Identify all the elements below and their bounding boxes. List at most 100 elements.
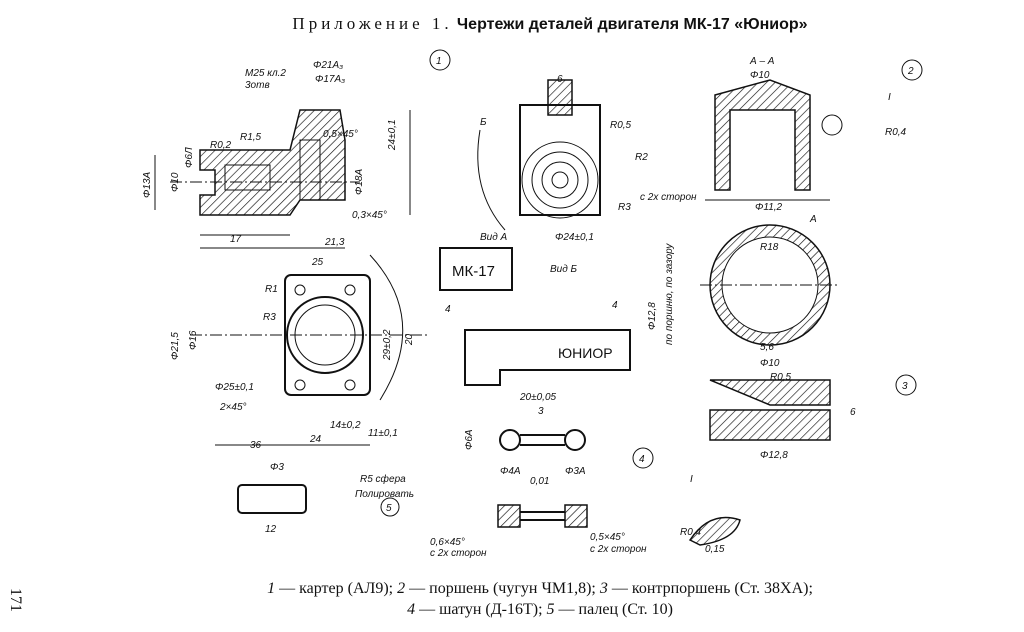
- pin-drawing: [237, 484, 307, 514]
- caption-num: 3: [599, 580, 608, 597]
- label-d13a: Φ13А: [142, 172, 153, 198]
- label: Φ12,8: [647, 302, 658, 330]
- part-number-4: 4: [639, 454, 645, 465]
- label: M25 кл.2: [245, 68, 286, 79]
- label-d16: Φ16: [188, 330, 199, 350]
- label: Φ4А: [500, 466, 521, 477]
- label: 0,3×45°: [352, 210, 387, 221]
- label: с 2х сторон: [430, 548, 487, 559]
- label: R3: [263, 312, 276, 323]
- piston-section-aa-drawing: [705, 79, 843, 201]
- label: Φ21А₃: [313, 60, 343, 71]
- label: Вид А: [480, 232, 508, 243]
- marking-junior: ЮНИОР: [558, 345, 613, 361]
- piston-round-section-drawing: [700, 224, 840, 346]
- caption-text: — контрпоршень (Ст. 38ХА);: [611, 580, 813, 597]
- label: R3: [618, 202, 631, 213]
- caption-text: — палец (Ст. 10): [558, 601, 673, 618]
- label: А – А: [749, 56, 775, 67]
- label-d6l: Φ6Л: [184, 147, 195, 168]
- label: Вид Б: [550, 264, 578, 275]
- label: 6: [557, 74, 563, 85]
- label: R1,5: [240, 132, 262, 143]
- caption-num: 2: [397, 580, 406, 597]
- label: 0,6×45°: [430, 537, 465, 548]
- figure-caption: 1 — картер (АЛ9); 2 — поршень (чугун ЧМ1…: [0, 578, 1024, 620]
- marking-mk17: МК-17: [452, 263, 495, 280]
- label: Φ3: [270, 462, 284, 473]
- label: с 2х сторон: [640, 192, 697, 203]
- label: I: [888, 92, 891, 103]
- label: R0,4: [885, 127, 907, 138]
- label: Б: [480, 117, 487, 128]
- caption-text: — поршень (чугун ЧМ1,8);: [409, 580, 596, 597]
- label: Φ6А: [464, 429, 475, 450]
- label: R2: [635, 152, 648, 163]
- connecting-rod-drawing: [497, 429, 588, 528]
- label: по поршню, по зазору: [664, 243, 675, 345]
- label: 14±0,2: [330, 420, 361, 431]
- page-title: Приложение 1. Чертежи деталей двигателя …: [0, 14, 1024, 34]
- caption-num: 5: [546, 601, 555, 618]
- crankcase-section-drawing: [154, 109, 411, 249]
- label: 0,01: [530, 476, 549, 487]
- label: R0,4: [680, 527, 702, 538]
- detail-i-drawing: [688, 516, 741, 546]
- page-number: 171: [7, 588, 24, 612]
- label: Φ12,8: [760, 450, 788, 461]
- piston-views-drawing: [477, 79, 601, 231]
- label: с 2х сторон: [590, 544, 647, 555]
- piston-side-view: [464, 329, 631, 386]
- piston-marking-view: [439, 247, 513, 291]
- title-main: Чертежи деталей двигателя МК-17 «Юниор»: [456, 16, 808, 33]
- label: Φ25±0,1: [215, 382, 254, 393]
- label: Φ11,2: [755, 202, 783, 213]
- label: 3отв: [245, 80, 270, 91]
- label: Φ10: [760, 358, 780, 369]
- caption-text: — картер (АЛ9);: [279, 580, 394, 597]
- label: 29±0,2: [382, 329, 393, 361]
- label: 20±0,05: [519, 392, 557, 403]
- title-prefix: Приложение 1.: [292, 14, 453, 33]
- label: 5,6: [760, 342, 774, 353]
- label-d10: Φ10: [170, 172, 181, 192]
- label: R0,5: [610, 120, 632, 131]
- part-number-2: 2: [907, 66, 914, 77]
- label: 12: [265, 524, 277, 535]
- label: Φ24±0,1: [555, 232, 594, 243]
- label: Φ17А₃: [315, 74, 345, 85]
- label: R1: [265, 284, 278, 295]
- label: Φ3А: [565, 466, 586, 477]
- part-number-3: 3: [902, 381, 908, 392]
- label: Φ21,5: [170, 332, 181, 360]
- caption-line-2: 4 — шатун (Д-16Т); 5 — палец (Ст. 10): [0, 599, 1024, 620]
- label: 3: [538, 406, 544, 417]
- label: 11±0,1: [368, 428, 398, 439]
- counter-piston-drawing: [709, 379, 831, 441]
- label: I: [690, 474, 693, 485]
- label: 17: [230, 234, 242, 245]
- label: 24: [309, 434, 322, 445]
- label: R18: [760, 242, 779, 253]
- label: 0,15: [705, 544, 725, 555]
- label: 36: [250, 440, 262, 451]
- label: 6: [850, 407, 856, 418]
- part-number-5: 5: [386, 503, 392, 514]
- label: R0,2: [210, 140, 232, 151]
- label: 0,5×45°: [323, 129, 358, 140]
- label: R5 сфера: [360, 473, 406, 485]
- label: 20: [404, 333, 415, 346]
- caption-line-1: 1 — картер (АЛ9); 2 — поршень (чугун ЧМ1…: [0, 578, 1024, 599]
- label: 0,5×45°: [590, 532, 625, 543]
- crankcase-plan-drawing: [190, 254, 430, 446]
- label: А: [809, 214, 817, 225]
- caption-num: 1: [267, 580, 276, 597]
- label: 4: [445, 304, 451, 315]
- label: 24±0,1: [387, 119, 398, 151]
- label: Φ10: [750, 70, 770, 81]
- label-d18a: Φ18А: [354, 169, 365, 195]
- label: R0,5: [770, 372, 792, 383]
- caption-text: — шатун (Д-16Т);: [419, 601, 543, 618]
- caption-num: 4: [407, 601, 416, 618]
